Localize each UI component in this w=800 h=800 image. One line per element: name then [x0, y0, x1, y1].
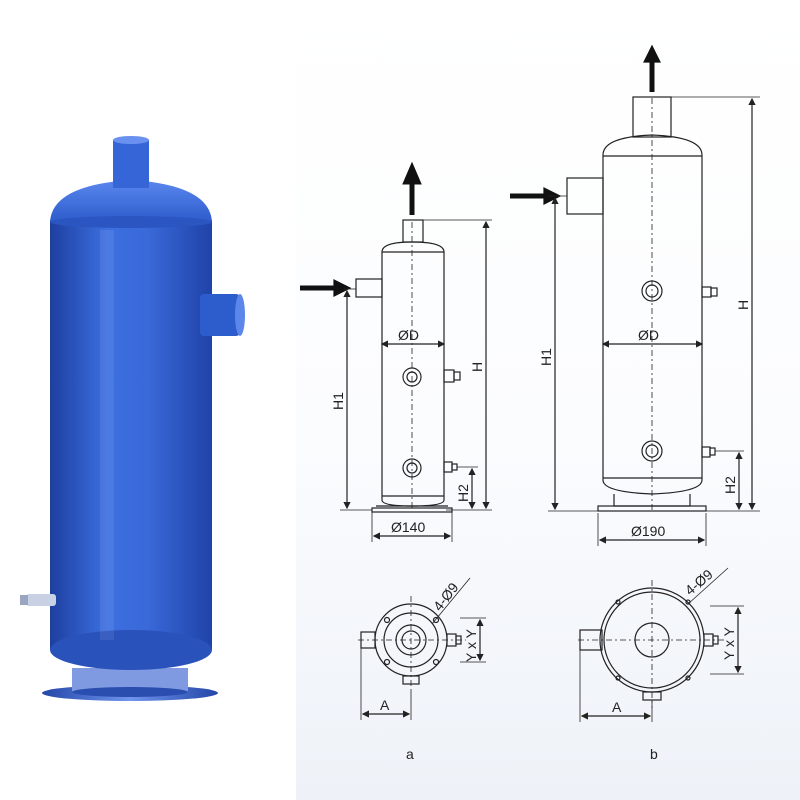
b-fitting-lower	[701, 446, 711, 458]
b-label-h1: H1	[538, 348, 554, 366]
a-shell	[381, 241, 445, 507]
drawing-a-labels: ØD H H1 H2 Ø140 4-Ø9 A Y x Y a	[330, 327, 485, 762]
drawing-b	[510, 44, 760, 722]
b-caption: b	[650, 746, 658, 762]
a-label-holes: 4-Ø9	[430, 579, 462, 614]
a-label-height: H	[469, 362, 485, 372]
b-fitting-upper	[701, 286, 712, 298]
photo-service-port	[26, 594, 56, 606]
a-inlet-pipe	[355, 278, 383, 298]
a-label-h1: H1	[330, 392, 346, 410]
b-inlet-pipe	[566, 177, 604, 215]
receiver-photo	[20, 136, 245, 701]
outlet-arrow-icon	[402, 161, 422, 215]
photo-bottom-dome	[50, 630, 212, 670]
a-label-base: Ø140	[391, 519, 425, 535]
photo-shell	[50, 220, 212, 650]
b-sight-glass-lower	[641, 440, 663, 462]
a-label-h2: H2	[455, 484, 471, 502]
photo-outlet-pipe	[113, 140, 149, 188]
photo-inlet-pipe	[200, 294, 240, 336]
b-label-diameter: ØD	[638, 327, 659, 343]
photo-top-dome	[50, 180, 212, 222]
a-fitting-lower	[443, 461, 453, 473]
drawing-a	[300, 161, 492, 720]
b-label-fitting: Y x Y	[721, 626, 737, 660]
a-base-plate	[371, 507, 453, 513]
b-label-base: Ø190	[631, 523, 665, 539]
a-label-diameter: ØD	[398, 327, 419, 343]
a-caption: a	[406, 746, 414, 762]
a-fitting-upper	[443, 369, 455, 383]
a-label-fitting: Y x Y	[463, 628, 479, 662]
drawing-b-labels: ØD H H1 H2 Ø190 4-Ø9 A Y x Y b	[538, 300, 751, 762]
b-label-height: H	[735, 300, 751, 310]
drawing-panel-background	[296, 0, 800, 800]
b-shell	[602, 134, 703, 495]
b-label-offset: A	[612, 699, 622, 715]
a-label-offset: A	[380, 697, 390, 713]
b-label-h2: H2	[722, 476, 738, 494]
b-label-holes: 4-Ø9	[682, 566, 716, 598]
a-outlet-pipe	[402, 219, 424, 243]
